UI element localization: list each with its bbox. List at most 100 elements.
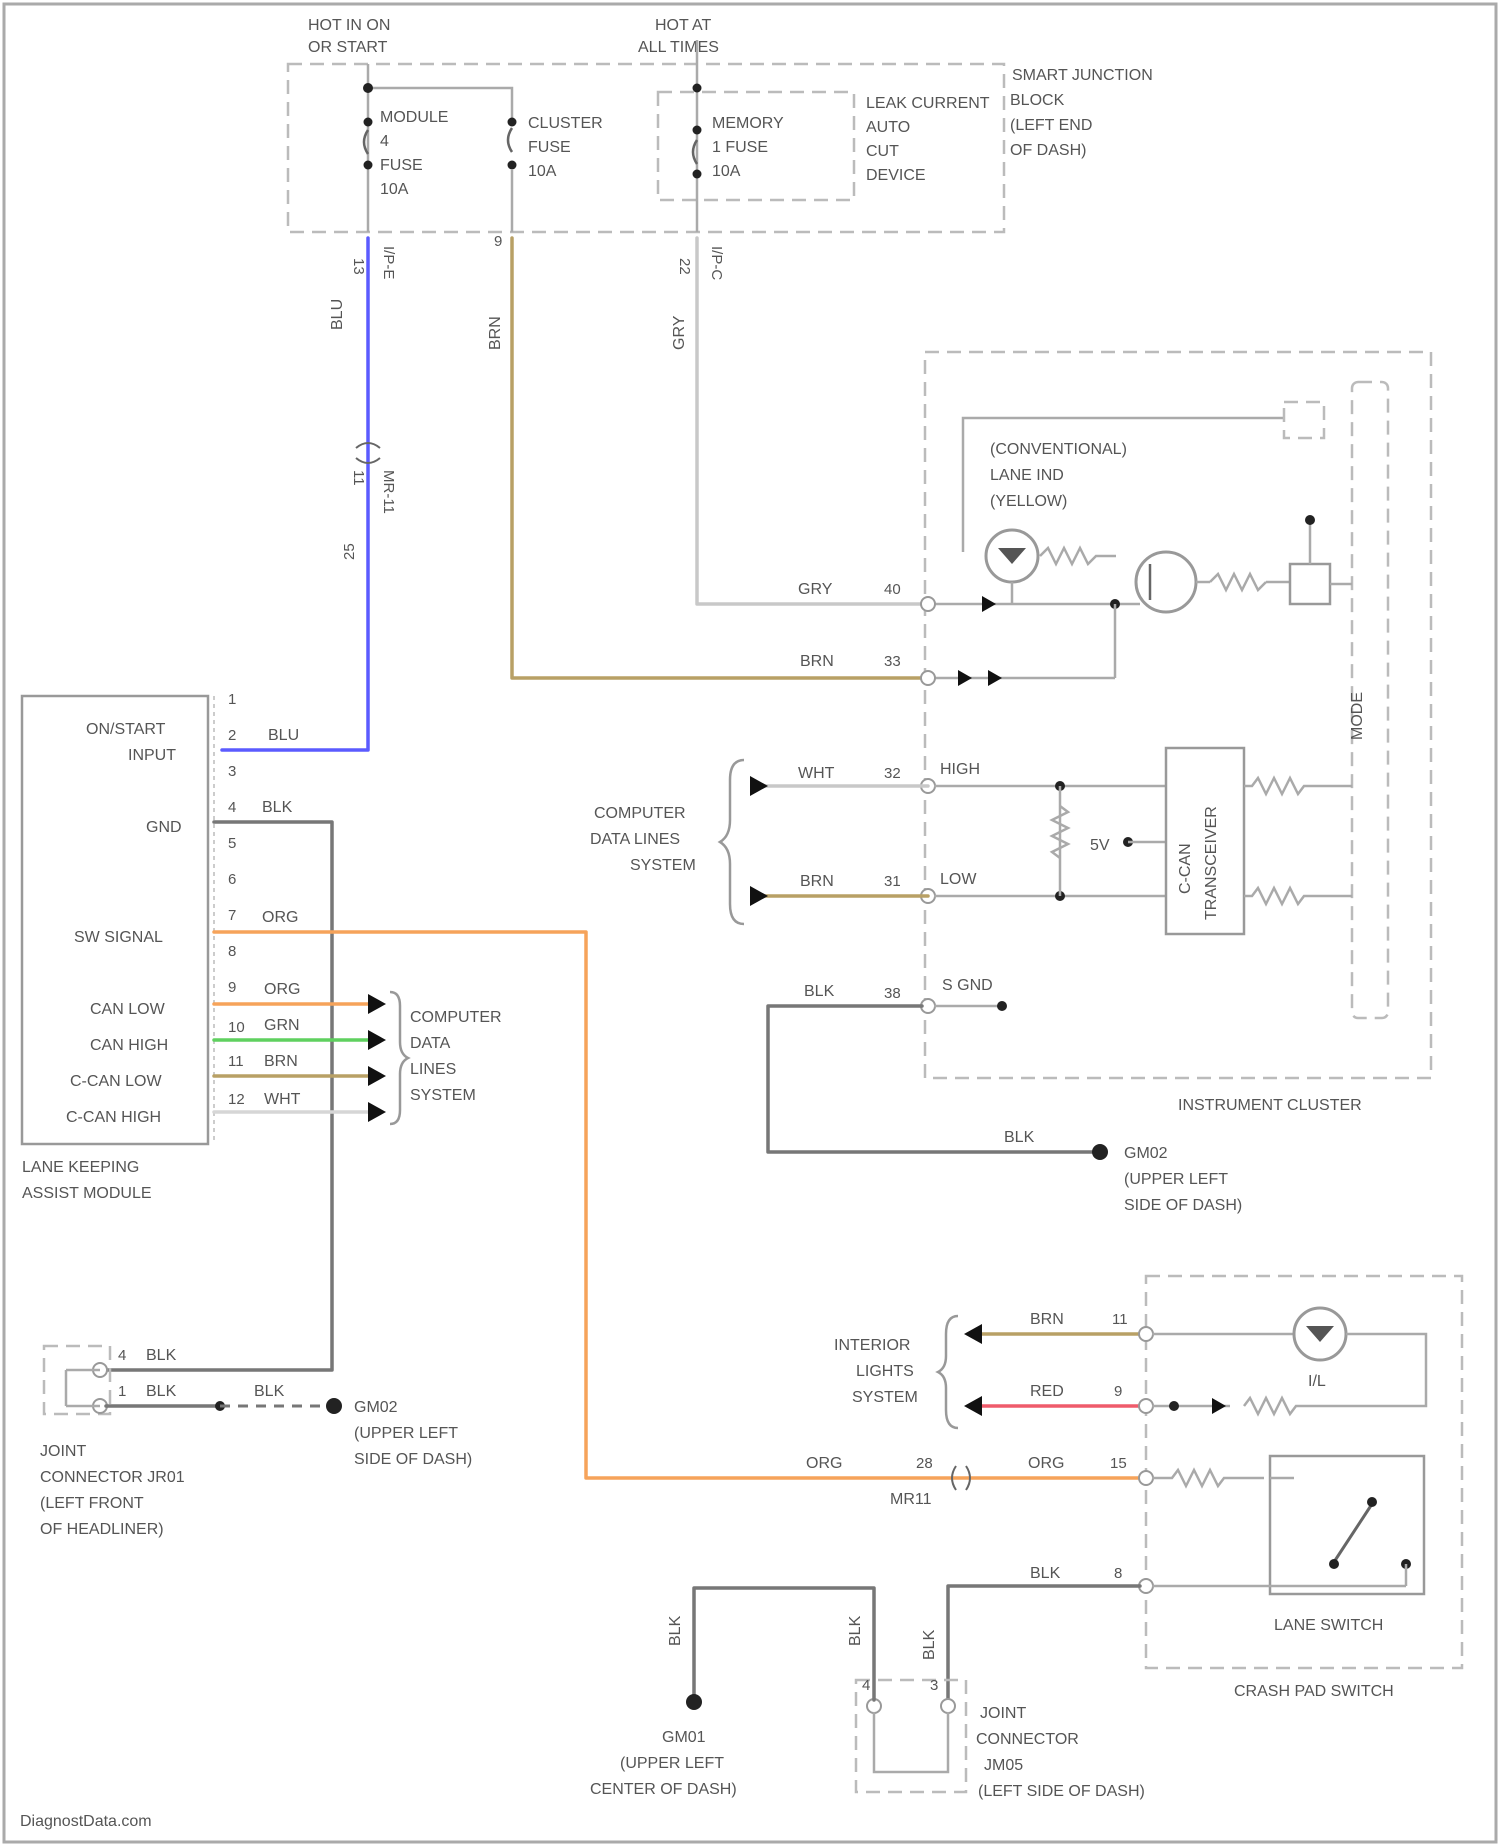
circuit-line xyxy=(1304,1334,1426,1406)
leak-cut-label-4: DEVICE xyxy=(866,167,926,184)
jm05-pin-4: 4 xyxy=(862,1677,870,1694)
lkas-pin-12: 12 xyxy=(228,1091,245,1108)
wire-blk-crashpad-ground xyxy=(948,1586,1140,1700)
diode-icon xyxy=(958,670,972,686)
lkas-pin-6: 6 xyxy=(228,871,236,888)
memory-fuse-label-3: 10A xyxy=(712,163,741,180)
bus-junction-dot xyxy=(363,83,373,93)
diode-icon xyxy=(982,596,996,612)
wire-brn-cluster xyxy=(512,238,922,678)
sj-pin-22: 22 xyxy=(676,258,693,275)
arrow-right-icon xyxy=(368,994,386,1014)
driver-ic-icon xyxy=(1290,564,1330,604)
cdl-mid-label-4: SYSTEM xyxy=(410,1087,476,1104)
lane-switch-label: LANE SWITCH xyxy=(1274,1617,1383,1634)
module-fuse-label-3: FUSE xyxy=(380,157,423,174)
lkas-pin-2: 2 xyxy=(228,727,236,744)
fuse-terminal-dot xyxy=(693,170,702,179)
memory-fuse-label-1: MEMORY xyxy=(712,115,784,132)
transistor-icon xyxy=(1136,552,1196,612)
wire-blk-label-5: BLK xyxy=(146,1383,177,1400)
led-icon xyxy=(1306,1326,1334,1342)
gm01-label-1: GM01 xyxy=(662,1729,706,1746)
diode-icon xyxy=(1212,1398,1226,1414)
cp-pin-8: 8 xyxy=(1114,1565,1122,1582)
lkas-pin-8: 8 xyxy=(228,943,236,960)
lkas-pin-label-onstart: ON/START xyxy=(86,721,166,738)
wire-blk-label-6: BLK xyxy=(254,1383,285,1400)
circuit-line xyxy=(874,1712,948,1772)
module-fuse-label-4: 10A xyxy=(380,181,409,198)
lkas-pin-label-input: INPUT xyxy=(128,747,176,764)
resistor-icon xyxy=(1040,548,1116,564)
fuse-terminal-dot xyxy=(364,118,373,127)
lane-ind-label-2: LANE IND xyxy=(990,467,1064,484)
lkas-pin-label-gnd: GND xyxy=(146,819,182,836)
lane-switch-box xyxy=(1270,1456,1424,1594)
jm05-label-3: JM05 xyxy=(984,1757,1023,1774)
connector-pin xyxy=(1139,1327,1153,1341)
resistor-icon xyxy=(1244,778,1352,794)
cdl-left-label-2: DATA LINES xyxy=(590,831,680,848)
connector-pin xyxy=(941,1699,955,1713)
wire-org-label: ORG xyxy=(262,909,298,926)
connector-pin xyxy=(1139,1399,1153,1413)
lkas-pin-3: 3 xyxy=(228,763,236,780)
lkas-pin-label-sw-signal: SW SIGNAL xyxy=(74,929,163,946)
cp-pin-9: 9 xyxy=(1114,1383,1122,1400)
fuse-terminal-dot xyxy=(508,118,517,127)
junction-dot xyxy=(1329,1559,1339,1569)
jm05-label-1: JOINT xyxy=(980,1705,1026,1722)
smart-junction-label-1: SMART JUNCTION xyxy=(1012,67,1153,84)
wire-blk-label-8: BLK xyxy=(921,1629,938,1660)
junction-dot xyxy=(1169,1401,1179,1411)
wire-gry-label-2: GRY xyxy=(798,581,833,598)
arrow-left-icon xyxy=(964,1396,982,1416)
mode-label: MODE xyxy=(1349,692,1366,740)
sj-pin-13: 13 xyxy=(350,258,367,275)
lkas-pin-11: 11 xyxy=(228,1053,244,1070)
arrow-left-icon xyxy=(750,776,768,796)
jr01-label-2: CONNECTOR JR01 xyxy=(40,1469,185,1486)
lane-ind-label-3: (YELLOW) xyxy=(990,493,1067,510)
resistor-icon xyxy=(1152,1470,1264,1486)
sj-pin-conn-e: I/P-E xyxy=(380,246,397,279)
wire-blk-label: BLK xyxy=(804,983,835,1000)
junction-dot xyxy=(1305,515,1315,525)
jm05-pin-3: 3 xyxy=(930,1677,938,1694)
ground-gm02-icon xyxy=(326,1398,342,1414)
gm02-b-label-3: SIDE OF DASH) xyxy=(354,1451,472,1468)
switch-contact-icon xyxy=(1334,1504,1372,1562)
cdl-left-label-3: SYSTEM xyxy=(630,857,696,874)
connector-pin xyxy=(921,597,935,611)
lkas-pin-label-ccan-high: C-CAN HIGH xyxy=(66,1109,161,1126)
interior-lights-label-3: SYSTEM xyxy=(852,1389,918,1406)
ic-pin-33: 33 xyxy=(884,653,901,670)
lkas-pin-10: 10 xyxy=(228,1019,245,1036)
ic-pin-38: 38 xyxy=(884,985,901,1002)
cp-pin-15: 15 xyxy=(1110,1455,1127,1472)
lamp-feed-line xyxy=(963,418,1284,552)
jr01-pin-1: 1 xyxy=(118,1383,126,1400)
wire-blu xyxy=(222,238,368,750)
lkas-pin-4: 4 xyxy=(228,799,236,816)
cdl-mid-label-1: COMPUTER xyxy=(410,1009,502,1026)
can-high-label: HIGH xyxy=(940,761,980,778)
leak-cut-label-1: LEAK CURRENT xyxy=(866,95,990,112)
wire-blk-label-2: BLK xyxy=(1004,1129,1035,1146)
gm02-a-label-1: GM02 xyxy=(1124,1145,1168,1162)
five-volt-label: 5V xyxy=(1090,837,1110,854)
ic-pin-32: 32 xyxy=(884,765,901,782)
gm02-a-label-3: SIDE OF DASH) xyxy=(1124,1197,1242,1214)
jr01-label-1: JOINT xyxy=(40,1443,86,1460)
interior-lights-label-1: INTERIOR xyxy=(834,1337,910,1354)
watermark: DiagnostData.com xyxy=(20,1813,152,1830)
lkas-module-label-1: LANE KEEPING xyxy=(22,1159,139,1176)
fuse-terminal-dot xyxy=(508,161,517,170)
sj-pin-conn-c: I/P-C xyxy=(708,246,725,280)
interior-lights-label-2: LIGHTS xyxy=(856,1363,914,1380)
lkas-pin-9: 9 xyxy=(228,979,236,996)
ground-gm01-icon xyxy=(686,1694,702,1710)
hot-at-all-label-2: ALL TIMES xyxy=(638,39,719,56)
